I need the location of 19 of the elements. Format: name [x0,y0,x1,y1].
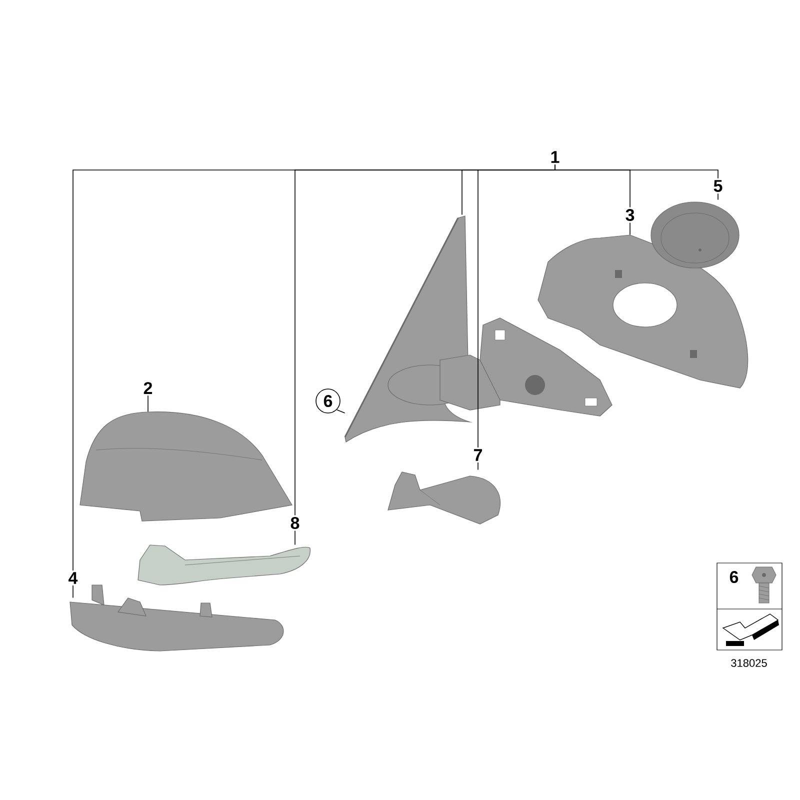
part-drawing [650,202,740,268]
part-drawing [80,412,292,522]
callout-number: 4 [68,572,78,584]
callout-number: 2 [144,382,152,394]
leader-line [294,530,296,546]
leader-line [336,409,346,414]
part-drawing [388,472,500,524]
part-drawing [344,216,612,442]
leader-line [72,585,74,598]
callout-number: 3 [626,208,634,222]
part-drawing [70,584,284,652]
callout-number: 5 [714,180,722,192]
callout-number: 7 [474,449,482,461]
callout-number: 1 [551,151,560,163]
fastener-inset-box: 6 [716,562,782,650]
leader-line [554,164,718,179]
circled-callout-number: 6 [316,388,340,414]
part-drawing [138,544,311,586]
callout-number: 8 [290,516,300,530]
